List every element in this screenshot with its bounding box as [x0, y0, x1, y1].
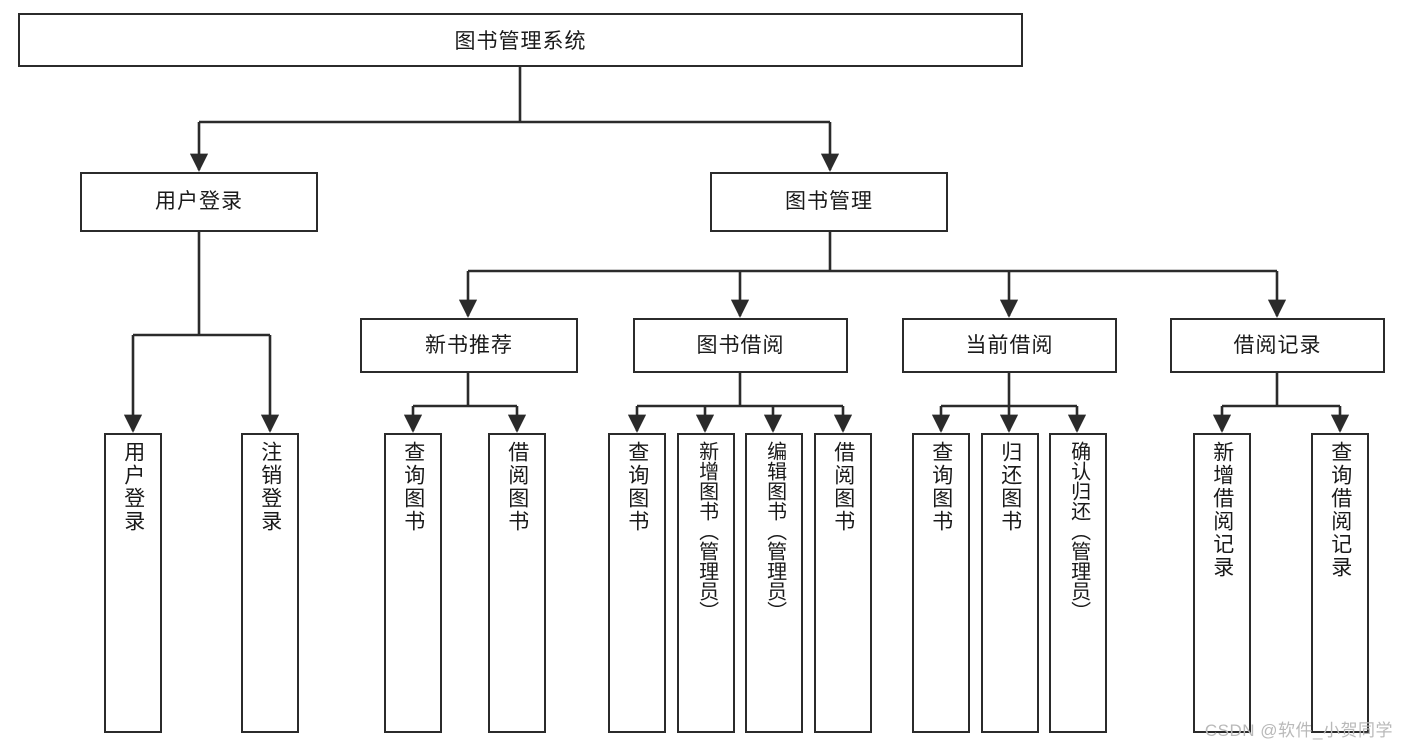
leaf-label: 用户登录 [121, 441, 145, 533]
leaf-label: 查询图书 [625, 441, 649, 533]
leaf-label: 新增借阅记录 [1210, 441, 1234, 579]
node-user-login[interactable]: 用户登录 [80, 172, 318, 232]
node-borrow-record[interactable]: 借阅记录 [1170, 318, 1385, 373]
leaf-new-book-query[interactable]: 查询图书 [384, 433, 442, 733]
node-current-borrow[interactable]: 当前借阅 [902, 318, 1117, 373]
node-root-label: 图书管理系统 [454, 30, 587, 53]
leaf-user-login-logout[interactable]: 注销登录 [241, 433, 299, 733]
leaf-current-borrow-confirm[interactable]: 确认归还（管理员） [1049, 433, 1107, 733]
leaf-label: 查询图书 [929, 441, 953, 533]
leaf-label: 查询借阅记录 [1328, 441, 1352, 579]
leaf-current-borrow-query[interactable]: 查询图书 [912, 433, 970, 733]
leaf-label: 编辑图书（管理员） [763, 441, 786, 621]
leaf-label: 注销登录 [258, 441, 282, 533]
leaf-book-borrow-query[interactable]: 查询图书 [608, 433, 666, 733]
csdn-watermark: CSDN @软件_小贺同学 [1204, 721, 1393, 740]
leaf-label: 归还图书 [998, 441, 1022, 533]
leaf-label: 确认归还（管理员） [1067, 441, 1090, 621]
leaf-label: 新增图书（管理员） [695, 441, 718, 621]
leaf-borrow-record-query[interactable]: 查询借阅记录 [1311, 433, 1369, 733]
node-new-book-recommend[interactable]: 新书推荐 [360, 318, 578, 373]
node-root-system[interactable]: 图书管理系统 [18, 13, 1023, 67]
node-book-manage-label: 图书管理 [785, 190, 873, 214]
node-book-borrow[interactable]: 图书借阅 [633, 318, 848, 373]
leaf-label: 查询图书 [401, 441, 425, 533]
leaf-book-borrow-add[interactable]: 新增图书（管理员） [677, 433, 735, 733]
node-current-borrow-label: 当前借阅 [965, 333, 1054, 357]
leaf-borrow-record-add[interactable]: 新增借阅记录 [1193, 433, 1251, 733]
leaf-user-login-login[interactable]: 用户登录 [104, 433, 162, 733]
leaf-label: 借阅图书 [831, 441, 855, 533]
leaf-current-borrow-return[interactable]: 归还图书 [981, 433, 1039, 733]
leaf-label: 借阅图书 [505, 441, 529, 533]
node-borrow-record-label: 借阅记录 [1233, 333, 1322, 357]
node-book-borrow-label: 图书借阅 [696, 333, 785, 357]
node-new-book-recommend-label: 新书推荐 [425, 333, 513, 357]
leaf-book-borrow-borrow[interactable]: 借阅图书 [814, 433, 872, 733]
node-book-manage[interactable]: 图书管理 [710, 172, 948, 232]
leaf-book-borrow-edit[interactable]: 编辑图书（管理员） [745, 433, 803, 733]
leaf-new-book-borrow[interactable]: 借阅图书 [488, 433, 546, 733]
node-user-login-label: 用户登录 [155, 190, 243, 214]
